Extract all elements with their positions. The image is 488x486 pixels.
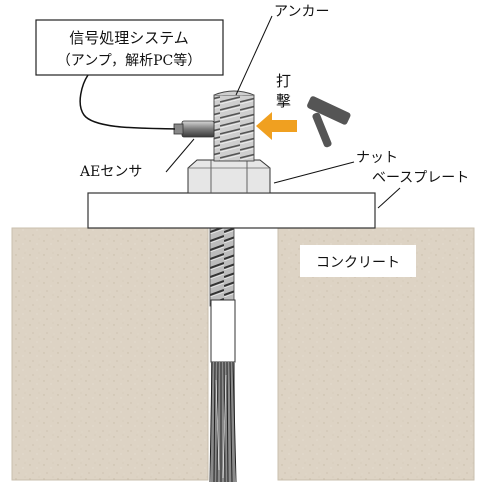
base-plate: [87, 192, 376, 229]
concrete-block-left: [11, 227, 209, 481]
ae-sensor-label: AEセンサ: [79, 164, 142, 180]
base-plate-leader-line: [377, 187, 401, 209]
system-label-line1: 信号処理システム: [69, 29, 189, 47]
concrete-label: コンクリート: [316, 255, 400, 271]
concrete-label-box: [300, 245, 416, 277]
anchor-leader-line: [235, 15, 273, 96]
hammer-icon: [307, 96, 351, 148]
ae-sensor-leader-line: [165, 138, 195, 173]
ae-sensor-tip: [173, 123, 184, 135]
nut: [187, 159, 271, 194]
anchor-label: アンカー: [274, 4, 329, 20]
hammer-label-char1: 打: [276, 72, 291, 90]
signal-processing-box: [35, 19, 224, 76]
hammer-label-char2: 撃: [276, 92, 291, 110]
system-label-line2: （アンプ，解析PC等）: [57, 52, 201, 69]
anchor-strands: [209, 361, 237, 483]
anchor-sleeve: [210, 299, 236, 363]
nut-leader-line: [273, 161, 355, 184]
impact-arrow: [256, 112, 297, 140]
ae-sensor-body: [181, 120, 215, 138]
anchor-threaded-top: [213, 94, 255, 162]
base-plate-label: ベースプレート: [372, 170, 469, 186]
sensor-cable: [79, 74, 176, 130]
anchor-top-cap: [213, 90, 255, 96]
anchor-shaft-lower: [209, 227, 235, 307]
nut-label: ナット: [356, 150, 398, 166]
